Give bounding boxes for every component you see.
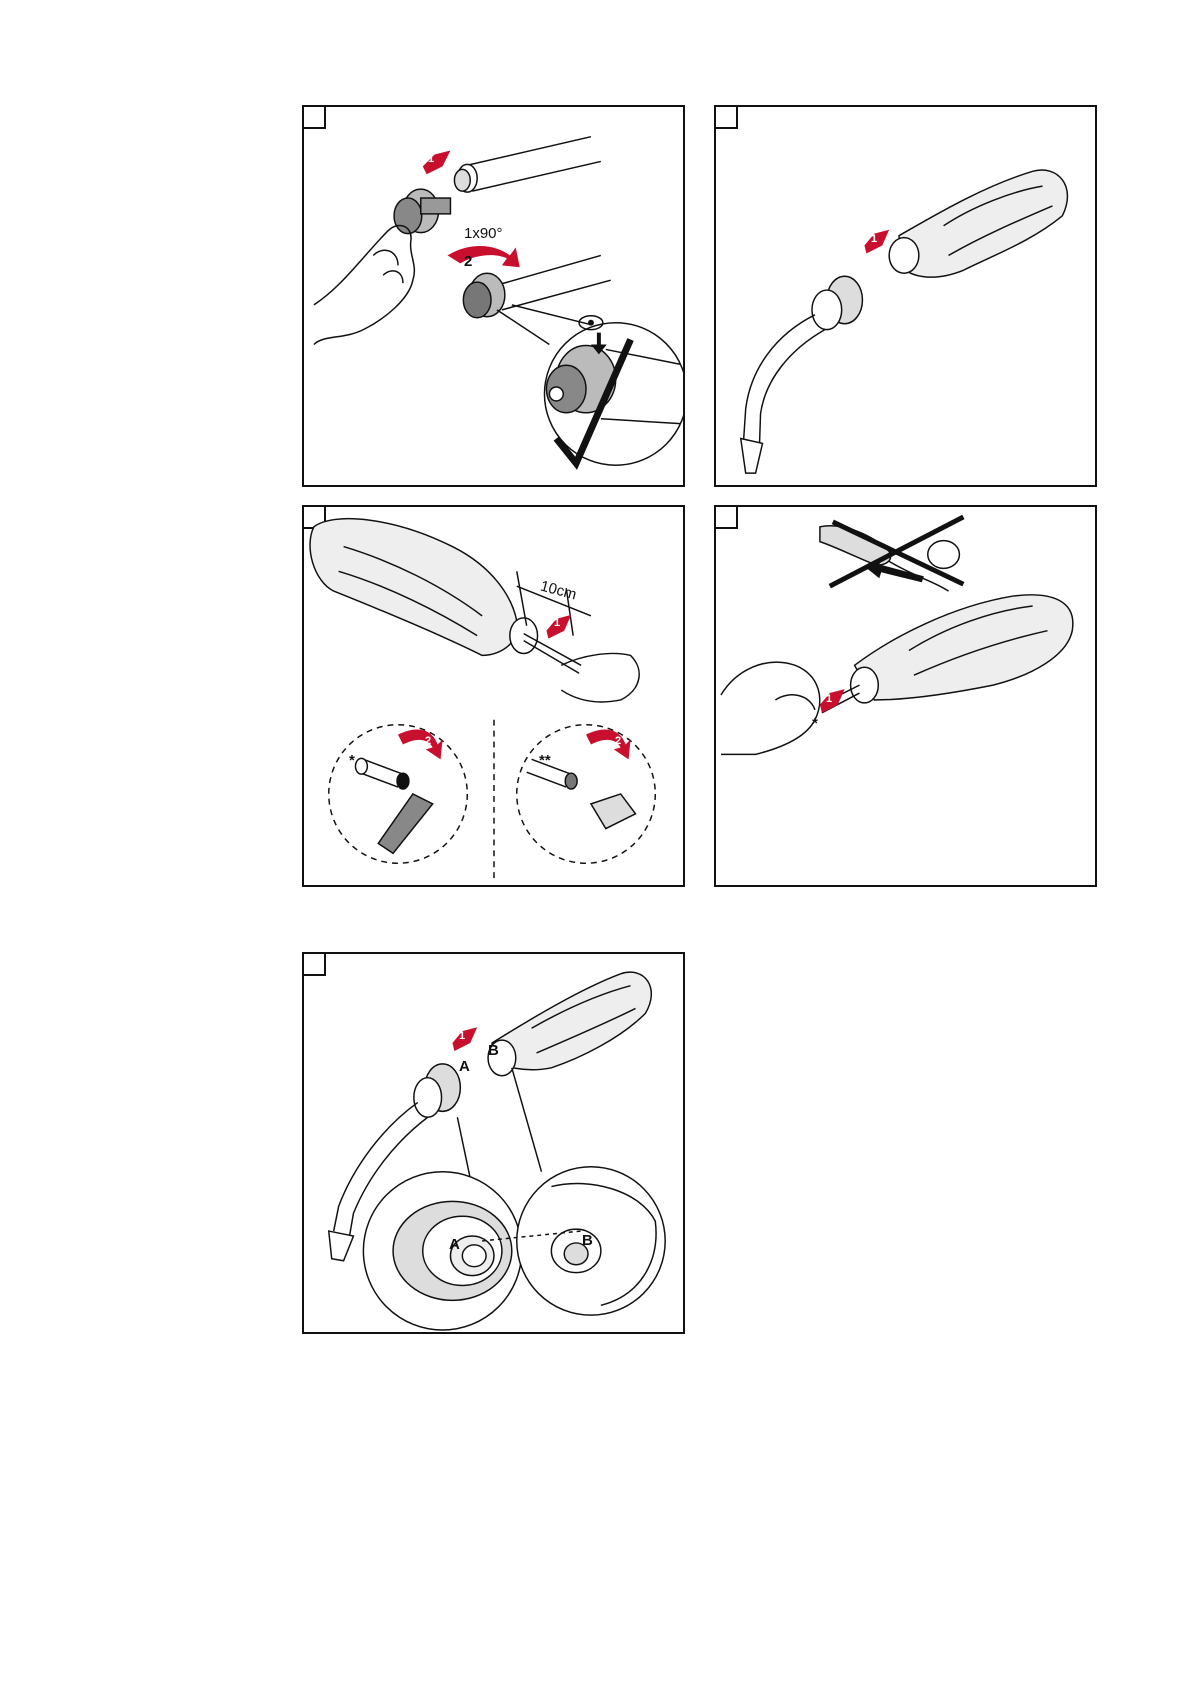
- detail-label-b: B: [582, 1232, 593, 1249]
- footnote-mark: **: [539, 752, 551, 769]
- rotation-label: 1x90°: [464, 225, 503, 242]
- rotate-arrow-icon: [398, 729, 443, 759]
- arrow-icon: [423, 151, 451, 175]
- connector-label-a: A: [459, 1058, 470, 1075]
- illustration-connect-neck-handle: [304, 954, 683, 1332]
- instruction-panel-3: 10cm 1 2 2 * **: [302, 505, 685, 887]
- instruction-panel-1: 1x90° 1 2: [302, 105, 685, 487]
- detail-label-a: A: [449, 1236, 460, 1253]
- illustration-insert-liner-handle: [716, 507, 1095, 885]
- illustration-insert-liner: [304, 107, 683, 485]
- step-number: 1: [554, 617, 560, 629]
- illustration-attach-neck: [716, 107, 1095, 485]
- connector-label-b: B: [488, 1042, 499, 1059]
- instruction-panel-5: 1 A B A B: [302, 952, 685, 1334]
- step-number: 1: [826, 693, 832, 705]
- step-number: 1: [459, 1030, 465, 1042]
- step-number: 1: [428, 153, 434, 165]
- step-number: 1: [871, 233, 877, 245]
- footnote-mark: *: [812, 715, 818, 732]
- step-number: 2: [425, 735, 431, 747]
- step-number: 2: [615, 735, 621, 747]
- arrow-icon: [820, 689, 845, 713]
- rotate-arrow-icon: [447, 246, 519, 267]
- footnote-mark: *: [349, 752, 355, 769]
- illustration-cut-liner: [304, 507, 683, 885]
- step-number: 2: [464, 253, 472, 270]
- instruction-panel-2: 1: [714, 105, 1097, 487]
- instruction-panel-4: 1 *: [714, 505, 1097, 887]
- rotate-arrow-icon: [586, 729, 631, 759]
